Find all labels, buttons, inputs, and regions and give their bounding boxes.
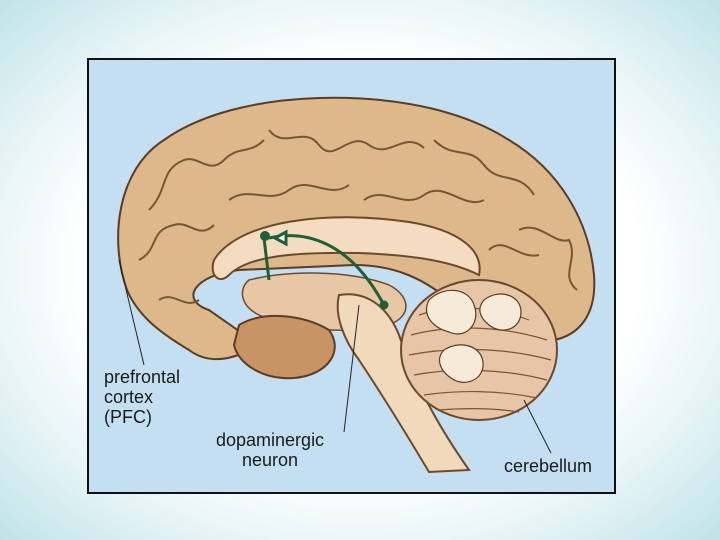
- brain-illustration: [89, 60, 614, 492]
- label-pfc-line-1: prefrontal: [104, 367, 180, 387]
- label-dopa-line-1: dopaminergic: [216, 430, 324, 450]
- diagram-frame: prefrontal cortex (PFC) dopaminergic neu…: [87, 58, 616, 494]
- label-prefrontal-cortex: prefrontal cortex (PFC): [104, 367, 180, 427]
- neuron-terminal: [260, 231, 270, 241]
- cerebellum-shape: [401, 280, 557, 420]
- neuron-cell-body: [380, 301, 389, 310]
- label-cerebellum: cerebellum: [504, 456, 592, 476]
- label-dopaminergic-neuron: dopaminergic neuron: [216, 430, 324, 470]
- temporal-lobe: [234, 316, 335, 378]
- label-pfc-line-3: (PFC): [104, 407, 180, 427]
- label-dopa-line-2: neuron: [216, 450, 324, 470]
- label-pfc-line-2: cortex: [104, 387, 180, 407]
